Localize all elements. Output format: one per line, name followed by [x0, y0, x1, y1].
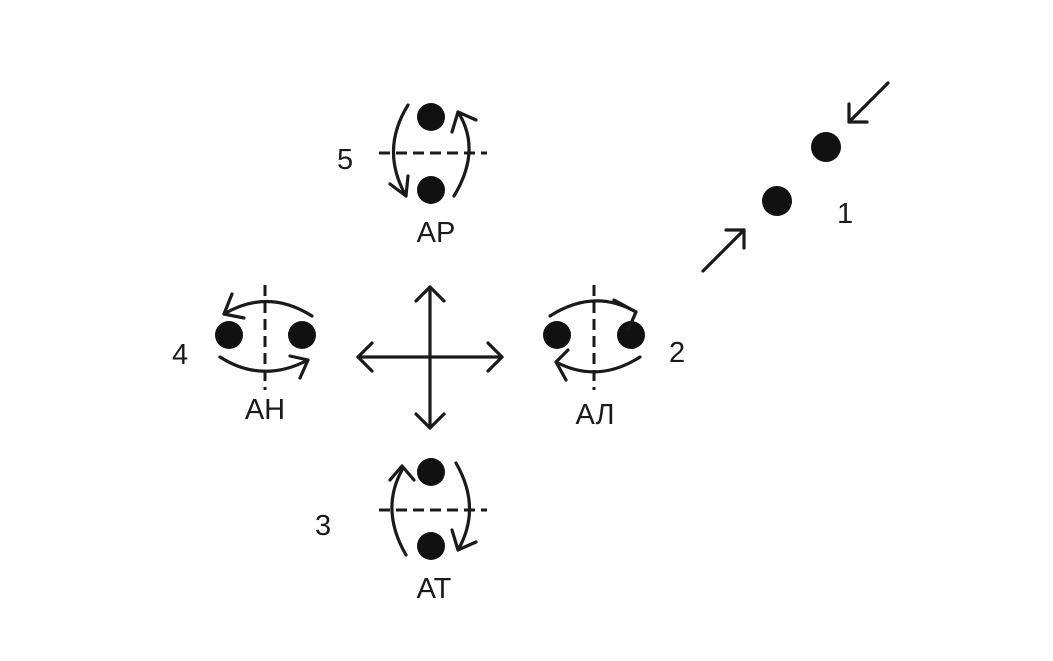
label-at: АТ	[417, 573, 452, 605]
dot-lower	[762, 186, 792, 216]
dot-left	[215, 321, 243, 349]
label-number-3: 3	[315, 510, 331, 542]
top-arc	[222, 299, 314, 318]
right-arc	[454, 461, 472, 552]
group-2-rotation-right	[543, 285, 645, 390]
right-arc	[452, 110, 471, 198]
dot-right	[288, 321, 316, 349]
arrow-up-right-icon	[701, 228, 746, 273]
left-arc	[390, 468, 408, 557]
group-4-rotation-left	[215, 285, 316, 390]
arrow-down-left-icon	[847, 81, 890, 124]
dot-left	[543, 321, 571, 349]
dot-upper	[811, 132, 841, 162]
label-number-2: 2	[669, 337, 685, 369]
dot-top	[417, 103, 445, 131]
group-3-rotation-bottom	[379, 458, 487, 560]
left-arc	[391, 103, 410, 198]
center-cross-arrow	[356, 285, 504, 430]
label-ap: АР	[417, 217, 456, 249]
dot-bottom	[417, 532, 445, 560]
dot-right	[617, 321, 645, 349]
bottom-arc	[554, 355, 642, 374]
group-5-rotation-top	[379, 103, 487, 204]
group-1-converging-dots	[701, 81, 890, 273]
label-al: АЛ	[575, 399, 614, 431]
label-ah: АН	[245, 394, 285, 426]
label-number-1: 1	[837, 198, 853, 230]
dot-top	[417, 458, 445, 486]
dot-bottom	[417, 176, 445, 204]
label-number-4: 4	[172, 339, 188, 371]
bottom-arc	[218, 355, 310, 373]
label-number-5: 5	[337, 144, 353, 176]
